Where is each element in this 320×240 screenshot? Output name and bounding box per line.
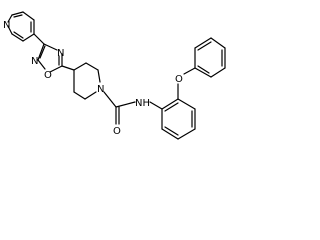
phenyl-ring-upper (194, 37, 226, 78)
amide-nh-label: NH (135, 98, 150, 109)
bond-pyridine-oxadiazole (33, 33, 45, 45)
carbonyl-oxygen-label: O (113, 126, 121, 137)
bond-oxadiazole-piperidine (61, 65, 75, 71)
phenyl-ring-lower (161, 98, 196, 140)
ether-linkage (177, 67, 196, 100)
ether-oxygen-label: O (175, 74, 183, 85)
pyridine-ring (7, 11, 35, 42)
piperidine-nitrogen-label: N (97, 84, 104, 95)
oxadiazole-ring (37, 43, 63, 73)
oxadiazole-nitrogen-top-label: N (57, 48, 64, 59)
amide-linkage (103, 91, 136, 125)
piperidine-ring (73, 62, 101, 100)
oxadiazole-oxygen-label: O (44, 70, 52, 81)
structure-drawing: N N N O N O NH O (3, 11, 226, 140)
oxadiazole-nitrogen-bottom-label: N (31, 56, 38, 67)
chemical-structure: N N N O N O NH O (0, 0, 228, 154)
bond-nh-phenyl (149, 101, 163, 110)
pyridine-nitrogen-label: N (3, 20, 10, 31)
